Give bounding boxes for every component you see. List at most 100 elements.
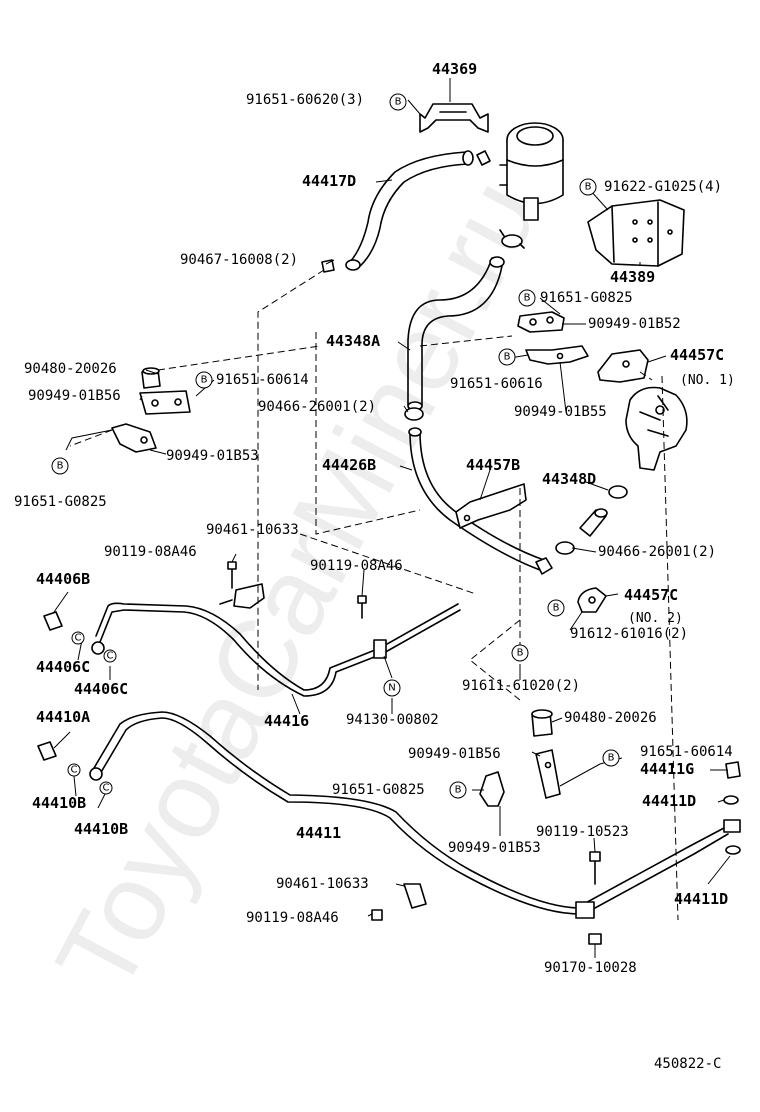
svg-text:C: C	[71, 765, 78, 776]
label-44457C-no1-sub: (NO. 1)	[680, 373, 735, 388]
reservoir-tank	[499, 122, 564, 221]
fitting-44411G	[725, 761, 741, 779]
label-44426B: 44426B	[322, 456, 376, 474]
marker-c-4: C	[99, 781, 113, 795]
label-44410B-b: 44410B	[74, 820, 128, 838]
label-91651-G0825-c: 91651-G0825	[332, 782, 425, 798]
nut-90170-10028	[588, 933, 602, 945]
svg-text:B: B	[553, 603, 560, 614]
label-44348D: 44348D	[542, 470, 596, 488]
bolt-90119-08A46-upper	[227, 561, 237, 589]
svg-text:B: B	[504, 352, 511, 363]
bracket-90949-01B53-lower	[479, 771, 505, 807]
svg-text:B: B	[455, 785, 462, 796]
label-90949-01B55: 90949-01B55	[514, 404, 607, 420]
hose-44348D	[579, 508, 608, 537]
label-90949-01B52: 90949-01B52	[588, 316, 681, 332]
bracket-90949-01B56-upper	[139, 390, 191, 415]
marker-b-6: B	[51, 457, 69, 475]
label-44411D-b: 44411D	[674, 890, 728, 908]
label-91651-G0825-a: 91651-G0825	[540, 290, 633, 306]
fitting-44406B	[43, 611, 63, 631]
part-44457B-bracket	[455, 483, 527, 529]
hose-44417D	[345, 150, 474, 271]
svg-text:B: B	[517, 648, 524, 659]
marker-b-8: B	[511, 644, 529, 662]
clip-90467-lower	[321, 259, 335, 273]
bolt-90119-08A46-lower	[371, 909, 383, 921]
marker-b-7: B	[547, 599, 565, 617]
label-44457C-no1: 44457C	[670, 346, 724, 364]
clip-90467-upper	[476, 150, 491, 166]
cap-90480-20026-lower	[531, 709, 553, 737]
power-steering-pump	[625, 386, 688, 471]
part-44369-bracket	[419, 103, 489, 133]
label-44348A: 44348A	[326, 332, 380, 350]
bracket-90949-01B53-upper	[111, 423, 157, 453]
label-44406C-a: 44406C	[36, 658, 90, 676]
label-44411: 44411	[296, 824, 341, 842]
label-90461-10633-a: 90461-10633	[206, 522, 299, 538]
marker-c-3: C	[67, 763, 81, 777]
bracket-90949-01B55	[525, 345, 589, 365]
marker-c-2: C	[103, 649, 117, 663]
svg-text:B: B	[57, 461, 64, 472]
svg-text:B: B	[585, 182, 592, 193]
label-90466-26001-b: 90466-26001(2)	[598, 544, 716, 560]
label-91651-60620: 91651-60620(3)	[246, 92, 364, 108]
label-44411D-a: 44411D	[642, 792, 696, 810]
label-44369: 44369	[432, 60, 477, 78]
svg-text:B: B	[524, 293, 531, 304]
label-94130-00802: 94130-00802	[346, 712, 439, 728]
label-91651-60614-b: 91651-60614	[640, 744, 733, 760]
label-44410B-a: 44410B	[32, 794, 86, 812]
svg-text:B: B	[608, 753, 615, 764]
label-91622-G1025: 91622-G1025(4)	[604, 179, 722, 195]
pipe-44411	[575, 819, 741, 919]
label-90949-01B53-a: 90949-01B53	[166, 448, 259, 464]
label-44457C-no2: 44457C	[624, 586, 678, 604]
label-91651-60614-a: 91651-60614	[216, 372, 309, 388]
diagram-code: 450822-C	[654, 1056, 721, 1072]
svg-text:C: C	[75, 633, 82, 644]
pipe-44410	[89, 711, 581, 915]
clamp-90461-10633-lower	[403, 883, 427, 909]
pipe-44416	[91, 602, 461, 697]
label-44406C-b: 44406C	[74, 680, 128, 698]
label-91651-G0825-b: 91651-G0825	[14, 494, 107, 510]
clamp-90461-10633-upper	[219, 583, 265, 609]
marker-n-1: N	[383, 679, 401, 697]
marker-b-2: B	[579, 178, 597, 196]
label-90949-01B56-b: 90949-01B56	[408, 746, 501, 762]
label-90480-20026-b: 90480-20026	[564, 710, 657, 726]
fitting-44410A	[37, 741, 57, 761]
marker-b-9: B	[602, 749, 620, 767]
label-91651-60616: 91651-60616	[450, 376, 543, 392]
label-90119-08A46-a: 90119-08A46	[104, 544, 197, 560]
marker-c-1: C	[71, 631, 85, 645]
clamp-90466-upper	[404, 407, 424, 421]
label-90119-08A46-b: 90119-08A46	[310, 558, 403, 574]
svg-text:B: B	[201, 375, 208, 386]
label-90170-10028: 90170-10028	[544, 960, 637, 976]
marker-b-5: B	[498, 348, 516, 366]
label-90466-26001-a: 90466-26001(2)	[258, 399, 376, 415]
cap-90480-20026-upper	[141, 367, 161, 389]
label-91612-61016: 91612-61016(2)	[570, 626, 688, 642]
label-44410A: 44410A	[36, 708, 90, 726]
label-44457C-no2-sub: (NO. 2)	[628, 611, 683, 626]
clamp-90466-lower	[555, 485, 628, 555]
marker-b-4: B	[195, 371, 213, 389]
part-44457C-no2	[577, 587, 607, 613]
bolt-90119-10523	[589, 851, 601, 885]
part-44457C-no1	[597, 349, 649, 383]
label-90119-10523: 90119-10523	[536, 824, 629, 840]
part-44389-bracket	[587, 199, 685, 267]
svg-text:N: N	[388, 683, 395, 694]
bracket-90949-01B56-lower	[535, 749, 561, 799]
dashed-reference-lines	[69, 269, 679, 921]
label-90461-10633-b: 90461-10633	[276, 876, 369, 892]
clamp-reservoir-outlet	[499, 229, 525, 249]
label-91611-61020: 91611-61020(2)	[462, 678, 580, 694]
